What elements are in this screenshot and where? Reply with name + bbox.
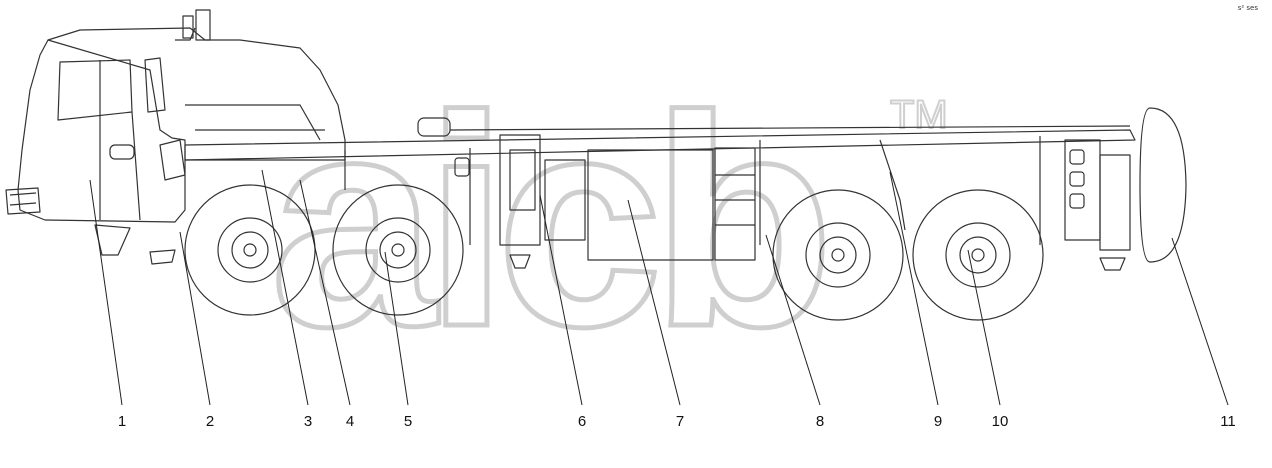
watermark: aicb TM (268, 51, 949, 392)
leader-line-11 (1171, 237, 1229, 406)
watermark-text: aicb (270, 53, 824, 389)
corner-code: s² ses (1237, 4, 1258, 12)
leader-line-5 (384, 251, 409, 406)
watermark-trademark: TM (890, 93, 948, 137)
center-equipment (499, 134, 756, 269)
callout-6: 6 (578, 413, 586, 430)
leader-line-1 (89, 179, 123, 406)
callouts: 1 2 3 4 5 6 7 8 9 10 11 (118, 413, 1236, 430)
spare-wheel (1139, 107, 1187, 263)
callout-3: 3 (304, 413, 312, 430)
callout-4: 4 (346, 413, 354, 430)
leader-line-3 (261, 169, 309, 406)
rear-equipment (1064, 139, 1131, 271)
wheel-2 (332, 184, 464, 316)
leader-line-4 (299, 179, 351, 406)
wheel-4 (912, 189, 1044, 321)
callout-8: 8 (816, 413, 824, 430)
callout-2: 2 (206, 413, 214, 430)
leader-line-9 (889, 171, 939, 406)
leader-line-7 (627, 199, 681, 406)
callout-10: 10 (992, 413, 1009, 430)
leader-lines (89, 169, 1229, 406)
callout-11: 11 (1220, 413, 1236, 430)
leader-line-10 (967, 249, 1001, 406)
callout-9: 9 (934, 413, 942, 430)
wheel-3 (772, 189, 904, 321)
engine-cover (185, 104, 451, 141)
chassis-frame (184, 125, 1136, 245)
leader-line-6 (539, 194, 583, 406)
wheel-1 (184, 184, 316, 316)
leader-line-8 (765, 234, 821, 406)
callout-1: 1 (118, 413, 126, 430)
callout-7: 7 (676, 413, 684, 430)
callout-5: 5 (404, 413, 412, 430)
leader-line-2 (179, 231, 211, 406)
cab (5, 9, 346, 265)
